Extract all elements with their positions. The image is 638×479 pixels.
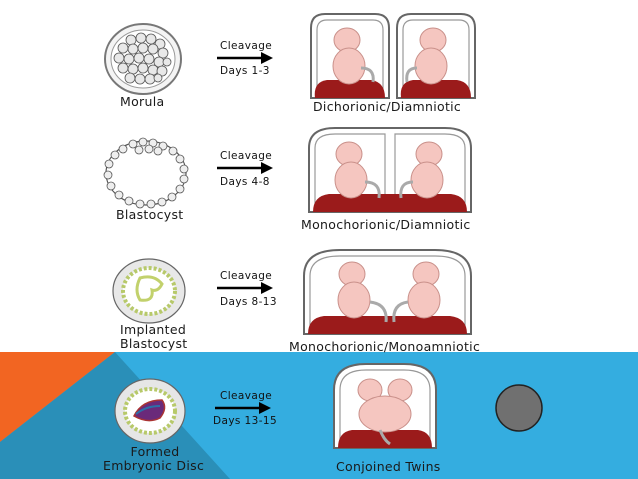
twin-pair-mono-mono	[303, 249, 472, 335]
arrow-icon	[217, 282, 273, 294]
arrow-label-cleavage: Cleavage	[220, 270, 273, 282]
gray-circle-shape	[495, 384, 543, 432]
result-label-conjoined: Conjoined Twins	[336, 459, 441, 474]
arrow-label-cleavage: Cleavage	[220, 40, 273, 52]
arrow-icon	[217, 162, 273, 174]
stage-label-implanted-line2: Blastocyst	[120, 336, 188, 351]
twin-pair-mono-di	[308, 127, 472, 213]
arrow-label-days: Days 8-13	[220, 296, 277, 308]
arrow-label-cleavage: Cleavage	[220, 150, 273, 162]
stage-label-implanted-line1: Implanted	[120, 322, 187, 337]
stage-label-blastocyst: Blastocyst	[116, 207, 184, 222]
stage-label-disc-line1: Formed	[130, 444, 180, 459]
result-label-mono-mono: Monochorionic/Monoamniotic	[289, 340, 481, 354]
arrow-icon	[217, 52, 273, 64]
embryonic-disc-icon	[114, 378, 186, 444]
conjoined-twins-icon	[333, 363, 437, 449]
arrow-icon	[215, 402, 271, 414]
stage-label-disc-line2: Embryonic Disc	[103, 458, 205, 473]
implanted-blastocyst-icon	[112, 258, 186, 324]
arrow-label-days: Days 1-3	[220, 65, 270, 77]
arrow-label-days: Days 13-15	[213, 415, 278, 427]
result-label-mono-di: Monochorionic/Diamniotic	[301, 218, 471, 232]
arrow-label-cleavage: Cleavage	[220, 390, 273, 402]
result-label-dichorionic: Dichorionic/Diamniotic	[313, 99, 462, 114]
twin-pair-dichorionic	[310, 13, 476, 99]
stage-label-morula: Morula	[120, 94, 165, 109]
blastocyst-icon	[103, 137, 189, 209]
morula-icon	[104, 23, 182, 95]
arrow-label-days: Days 4-8	[220, 176, 270, 188]
